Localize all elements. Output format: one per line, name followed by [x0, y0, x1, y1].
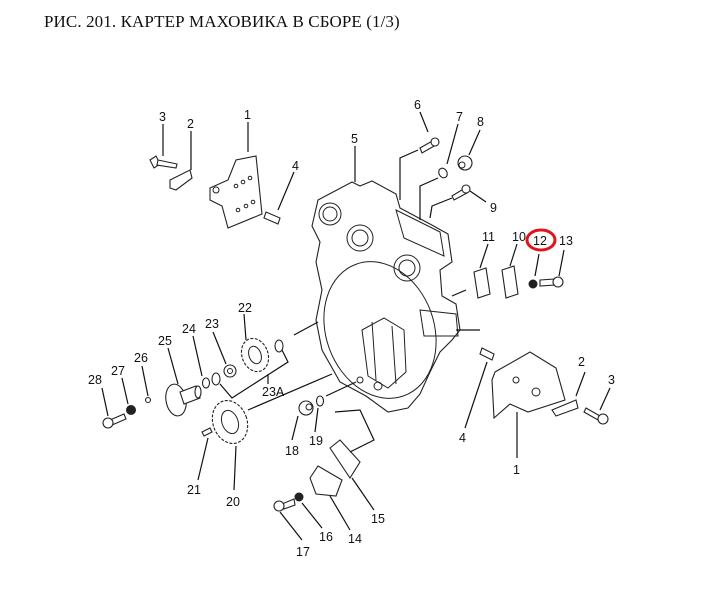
cover-11 [473, 267, 491, 299]
pin-21 [201, 427, 213, 437]
callout-2-bottom: 2 [578, 355, 585, 369]
callout-14: 14 [348, 532, 362, 546]
callout-11: 11 [482, 230, 495, 244]
callout-2-top: 2 [187, 117, 194, 131]
callout-23: 23 [205, 317, 219, 331]
cover-15 [329, 439, 361, 480]
washer-12 [528, 279, 538, 289]
gear-20 [211, 399, 249, 445]
callout-19: 19 [309, 434, 323, 448]
callout-25: 25 [158, 334, 172, 348]
lock-plate-top [169, 169, 193, 191]
callout-10: 10 [512, 230, 526, 244]
callout-4-bottom: 4 [459, 431, 466, 445]
plug-18 [298, 400, 314, 416]
callout-labels: 3 2 1 4 5 6 7 8 9 11 10 12 13 2 3 4 1 22… [88, 98, 615, 559]
dowel-pin-bottom [479, 347, 495, 361]
callout-3-top: 3 [159, 110, 166, 124]
callout-27: 27 [111, 364, 125, 378]
washer-16 [294, 492, 304, 502]
flywheel-housing [311, 180, 461, 413]
plug-8 [457, 155, 473, 171]
callout-23a: 23A [262, 385, 285, 399]
bracket-bottom [491, 351, 566, 420]
washer-23a-right [274, 339, 284, 353]
callout-13: 13 [559, 234, 573, 248]
callout-7: 7 [456, 110, 463, 124]
bolt-bottom-right [583, 407, 609, 425]
figure-title: РИС. 201. КАРТЕР МАХОВИКА В СБОРЕ (1/3) [44, 12, 400, 31]
bolt-17 [273, 498, 296, 512]
bracket-top [209, 155, 263, 229]
gasket-14 [309, 465, 343, 497]
callout-9: 9 [490, 201, 497, 215]
callout-21: 21 [187, 483, 201, 497]
callout-24: 24 [182, 322, 196, 336]
callout-17: 17 [296, 545, 310, 559]
callout-15: 15 [371, 512, 385, 526]
callout-6: 6 [414, 98, 421, 112]
callout-3-bottom: 3 [608, 373, 615, 387]
washer-27 [126, 405, 136, 415]
lock-plate-bottom [551, 399, 579, 417]
ring-24 [201, 377, 211, 389]
callout-28: 28 [88, 373, 102, 387]
callout-1-bottom: 1 [513, 463, 520, 477]
callout-16: 16 [319, 530, 333, 544]
o-ring-7 [438, 167, 448, 179]
gear-22 [240, 337, 270, 373]
highlight-circle-12 [525, 228, 557, 252]
callout-20: 20 [226, 495, 240, 509]
washer-23a-left [211, 372, 221, 386]
bearing-23 [223, 364, 237, 378]
shaft-25 [165, 383, 202, 417]
callout-18: 18 [285, 444, 299, 458]
callout-12: 12 [533, 234, 547, 248]
callout-26: 26 [134, 351, 148, 365]
callout-5: 5 [351, 132, 358, 146]
bolt-6 [419, 137, 440, 154]
callout-22: 22 [238, 301, 252, 315]
gasket-10 [501, 265, 519, 299]
ball-26 [144, 396, 152, 404]
bolt-13 [539, 276, 564, 288]
dowel-pin-top [263, 211, 281, 225]
callout-8: 8 [477, 115, 484, 129]
bolt-9 [451, 184, 471, 201]
callout-4-top: 4 [292, 159, 299, 173]
bolt-top-left [149, 155, 178, 169]
bolt-28 [102, 413, 127, 429]
callout-1-top: 1 [244, 108, 251, 122]
o-ring-19 [315, 395, 325, 407]
